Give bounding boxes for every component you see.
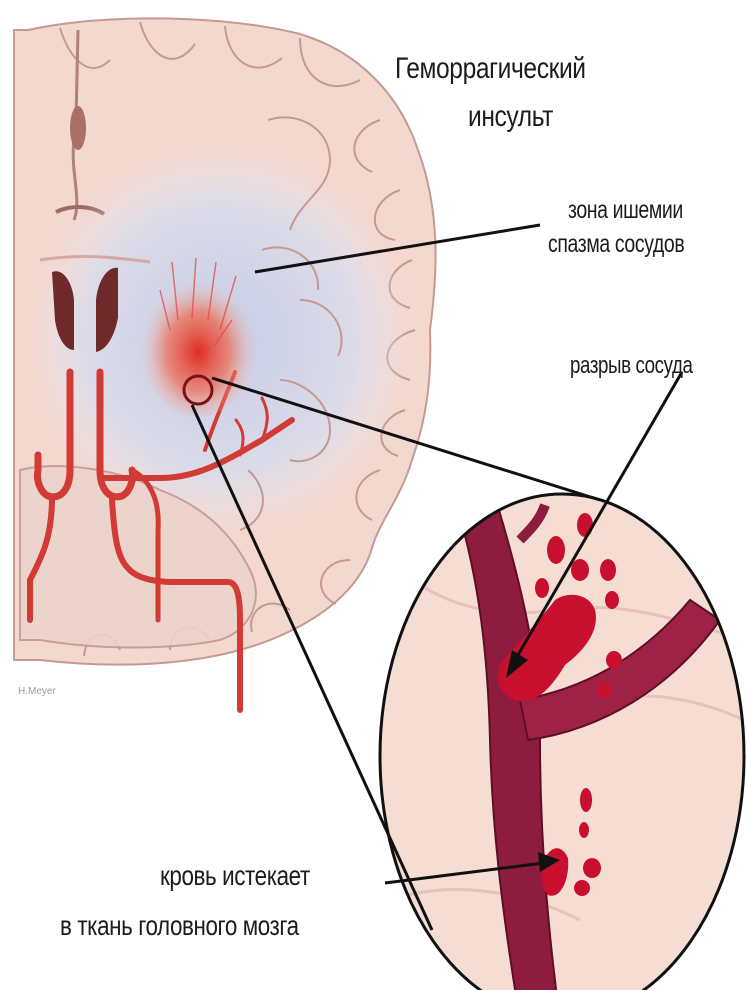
rupture-label: разрыв сосуда [570, 352, 693, 380]
blood-label-line-1: кровь истекает [160, 860, 310, 892]
artist-signature: H.Meyer [18, 686, 56, 697]
ischemia-label-line-1: зона ишемии [568, 196, 683, 225]
brain-section [14, 18, 436, 710]
ischemia-label-line-2: спазма сосудов [548, 230, 684, 259]
magnified-inset [380, 494, 744, 990]
title-line-1: Геморрагический [395, 52, 586, 86]
title-line-2: инсульт [468, 100, 553, 134]
blood-label-line-2: в ткань головного мозга [60, 910, 299, 942]
fissure-slit [70, 106, 86, 150]
